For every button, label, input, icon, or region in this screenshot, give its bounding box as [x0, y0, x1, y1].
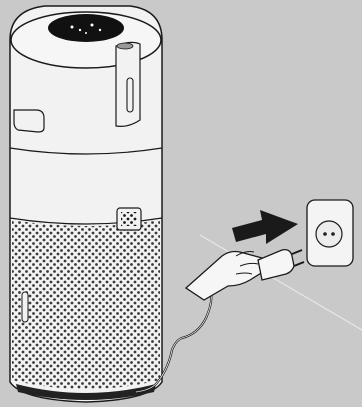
air-purifier: [10, 6, 162, 402]
arrow-icon: [232, 210, 298, 244]
hand-icon: [186, 252, 267, 301]
side-slot: [127, 78, 133, 112]
display-panel-icon[interactable]: [48, 14, 124, 42]
door-latch: [117, 43, 133, 49]
filter-mesh-grill: [12, 220, 160, 389]
handle-icon[interactable]: [14, 110, 44, 132]
plug-icon: [258, 250, 304, 280]
wall-socket-icon: [307, 200, 353, 266]
filter-indicator-icon: [117, 208, 141, 230]
lower-slot: [22, 292, 28, 322]
